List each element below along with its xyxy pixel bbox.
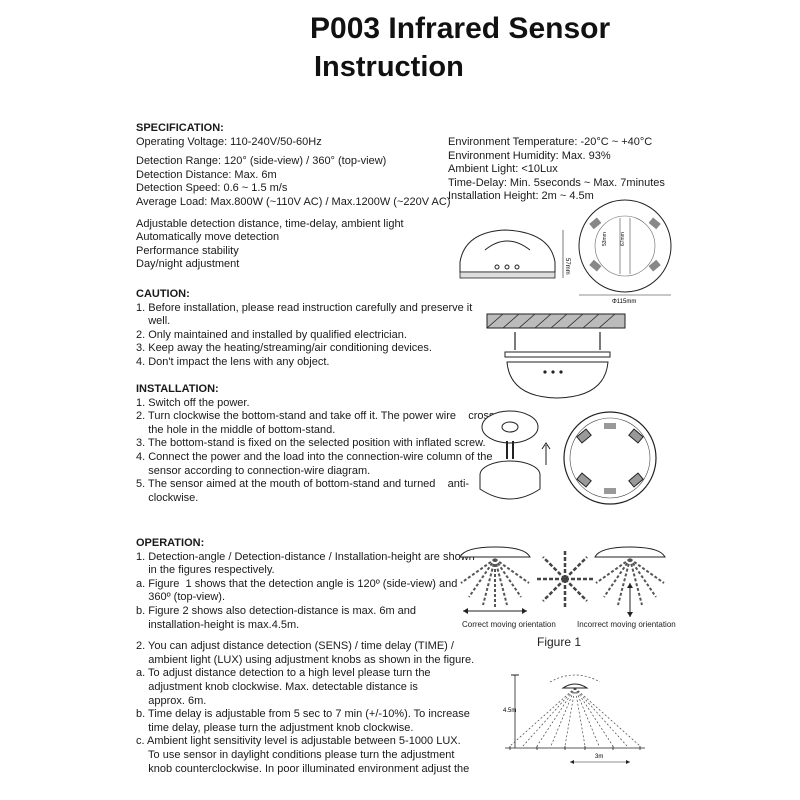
caution-line: 4. Don't impact the lens with any object… bbox=[136, 355, 330, 368]
operation-line: b. Figure 2 shows also detection-distanc… bbox=[136, 604, 417, 617]
operation-heading: OPERATION: bbox=[136, 537, 205, 549]
operation-line: a. Figure 1 shows that the detection ang… bbox=[136, 577, 458, 590]
operation-line: approx. 6m. bbox=[136, 694, 207, 707]
incorrect-orientation-caption: Incorrect moving orientation bbox=[577, 620, 676, 629]
operation-line: To use sensor in daylight conditions ple… bbox=[136, 748, 455, 761]
caution-line: well. bbox=[136, 315, 171, 328]
correct-orientation-caption: Correct moving orientation bbox=[462, 620, 556, 629]
document-subtitle: Instruction bbox=[314, 51, 464, 83]
installation-line: 2. Turn clockwise the bottom-stand and t… bbox=[136, 410, 495, 423]
installation-heading: INSTALLATION: bbox=[136, 383, 219, 395]
height-label: 4.5m bbox=[503, 708, 516, 714]
operation-line: 2. You can adjust distance detection (SE… bbox=[136, 640, 454, 653]
caution-line: 2. Only maintained and installed by qual… bbox=[136, 328, 407, 341]
distance-label: 3m bbox=[595, 754, 603, 760]
caution-heading: CAUTION: bbox=[136, 288, 190, 300]
figure-1-caption: Figure 1 bbox=[537, 635, 582, 649]
operation-line: a. To adjust distance detection to a hig… bbox=[136, 667, 431, 680]
spec-line: Detection Range: 120° (side-view) / 360°… bbox=[136, 155, 387, 168]
specification-heading: SPECIFICATION: bbox=[136, 122, 224, 134]
operation-line: b. Time delay is adjustable from 5 sec t… bbox=[136, 708, 470, 721]
operation-line: c. Ambient light sensitivity level is ad… bbox=[136, 735, 461, 748]
operation-line: time delay, please turn the adjustment k… bbox=[136, 721, 414, 734]
spec-line: Operating Voltage: 110-240V/50-60Hz bbox=[136, 135, 322, 148]
spec-line: Environment Humidity: Max. 93% bbox=[448, 149, 611, 162]
installation-line: 5. The sensor aimed at the mouth of bott… bbox=[136, 478, 470, 491]
feature-line: Automatically move detection bbox=[136, 231, 280, 244]
sensor-top-view-diagram: 53mm 67mm Φ115mm bbox=[578, 199, 672, 305]
installation-section: INSTALLATION: 1. Switch off the power. 2… bbox=[136, 383, 494, 505]
installation-line: the hole in the middle of bottom-stand. bbox=[136, 423, 336, 436]
detection-distance-diagram: 4.5m 3m bbox=[503, 674, 645, 764]
installation-line: sensor according to connection-wire diag… bbox=[136, 464, 371, 477]
bottom-stand-diagram bbox=[479, 410, 551, 500]
operation-line: 360º (top-view). bbox=[136, 591, 225, 604]
sensor-bottom-view-diagram bbox=[563, 411, 657, 505]
operation-line: adjustment knob clockwise. Max. detectab… bbox=[136, 680, 418, 693]
caution-line: 3. Keep away the heating/streaming/air c… bbox=[136, 342, 432, 355]
spec-line: Average Load: Max.800W (~110V AC) / Max.… bbox=[136, 195, 451, 208]
operation-section: OPERATION: 1. Detection-angle / Detectio… bbox=[136, 537, 475, 776]
dim-inner2-label: 67mm bbox=[620, 232, 626, 246]
operation-line: knob counterclockwise. In poor illuminat… bbox=[136, 762, 470, 775]
dim-width-label: Φ115mm bbox=[612, 299, 636, 305]
caution-section: CAUTION: 1. Before installation, please … bbox=[136, 288, 472, 370]
installation-line: 1. Switch off the power. bbox=[136, 396, 250, 409]
feature-line: Day/night adjustment bbox=[136, 258, 240, 271]
ceiling-mount-diagram bbox=[486, 313, 626, 399]
feature-line: Performance stability bbox=[136, 244, 239, 257]
spec-line: Environment Temperature: -20°C ~ +40°C bbox=[448, 136, 653, 148]
feature-line: Adjustable detection distance, time-dela… bbox=[136, 217, 404, 230]
detection-orientation-diagram bbox=[459, 546, 666, 617]
sensor-side-view-diagram: 57mm bbox=[459, 229, 570, 279]
installation-line: 3. The bottom-stand is fixed on the sele… bbox=[136, 437, 486, 450]
spec-line: Detection Speed: 0.6 ~ 1.5 m/s bbox=[136, 182, 288, 195]
dim-height-label: 57mm bbox=[564, 258, 570, 275]
spec-line: Time-Delay: Min. 5seconds ~ Max. 7minute… bbox=[448, 176, 665, 189]
dim-inner1-label: 53mm bbox=[602, 232, 608, 246]
document-title: P003 Infrared Sensor bbox=[310, 12, 611, 45]
spec-line: Ambient Light: <10Lux bbox=[448, 163, 558, 176]
specification-right: Environment Temperature: -20°C ~ +40°C E… bbox=[448, 136, 665, 204]
operation-line: ambient light (LUX) using adjustment kno… bbox=[136, 653, 475, 666]
installation-line: clockwise. bbox=[136, 491, 199, 504]
spec-line: Installation Height: 2m ~ 4.5m bbox=[448, 190, 594, 203]
installation-line: 4. Connect the power and the load into t… bbox=[136, 450, 493, 463]
operation-line: 1. Detection-angle / Detection-distance … bbox=[136, 550, 475, 563]
spec-line: Detection Distance: Max. 6m bbox=[136, 168, 277, 181]
operation-line: installation-height is max.4.5m. bbox=[136, 618, 300, 631]
specification-section: SPECIFICATION: Operating Voltage: 110-24… bbox=[136, 122, 450, 272]
caution-line: 1. Before installation, please read inst… bbox=[136, 301, 473, 314]
operation-line: in the figures respectively. bbox=[136, 564, 275, 577]
